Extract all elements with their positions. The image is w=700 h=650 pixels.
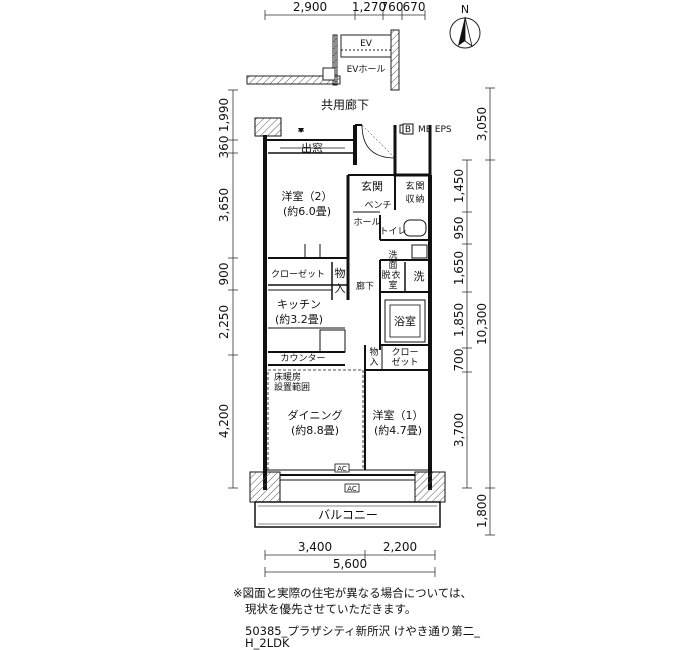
dim-bottom-total: 5,600 (333, 557, 367, 571)
demado-label: 出窓 (301, 141, 323, 155)
yoshitsu2-label: 洋室（2） (282, 189, 333, 203)
mono1-label-2: 入 (335, 282, 346, 295)
ev-hall-label: EVホール (347, 64, 386, 75)
closet2-label-1: クロー (391, 347, 418, 358)
senmen-label-1: 洗 (388, 249, 397, 261)
yoshitsu1-area: (約4.7畳) (374, 423, 422, 437)
room-labels: B MB EPS 出窓 玄関 玄 関 収 納 ベンチ ホール トイレ 洗 面 脱… (271, 125, 452, 522)
genkan-shuno-3: 収 (405, 193, 414, 205)
dim-right-outer-1: 3,050 (475, 107, 489, 141)
ac-label-2: AC (347, 485, 357, 493)
mb-box-label: B (405, 125, 411, 135)
mb-eps-label: MB EPS (418, 125, 452, 135)
ac-label-1: AC (337, 465, 347, 473)
senmen-label-5: 室 (388, 279, 397, 291)
genkan-shuno-1: 玄 (405, 180, 414, 192)
walls (249, 117, 446, 528)
floor-heat-label-1: 床暖房 (274, 371, 301, 383)
mono2-label-2: 入 (369, 357, 378, 368)
closet-label: クローゼット (271, 268, 325, 280)
dim-bottom-2: 2,200 (383, 540, 417, 554)
counter-label: カウンター (280, 353, 325, 364)
genkan-shuno-2: 関 (415, 181, 424, 192)
ev-label: EV (360, 39, 373, 49)
dim-right-inner-1: 1,450 (452, 169, 466, 203)
dining-area: (約8.8畳) (291, 423, 339, 437)
yoshitsu2-area: (約6.0畳) (283, 204, 331, 218)
disclaimer-line-1: ※図面と実際の住宅が異なる場合については、 (233, 586, 473, 600)
dining-label: ダイニング (288, 408, 343, 422)
dim-right-outer-2: 10,300 (475, 303, 489, 345)
dim-right-inner-5: 700 (452, 349, 466, 372)
dim-right-inner-6: 3,700 (452, 413, 466, 447)
dim-right-inner-4: 1,850 (452, 303, 466, 337)
dim-top-4: 670 (403, 0, 426, 14)
kitchen-area: (約3.2畳) (275, 312, 323, 326)
genkan-shuno-4: 納 (415, 193, 424, 205)
sen-label: 洗 (414, 270, 425, 283)
balcony-label: バルコニー (318, 508, 378, 522)
dimension-lines (228, 10, 495, 577)
dim-left-4: 900 (217, 263, 231, 286)
ev-hall (246, 29, 400, 91)
dim-right-inner-3: 1,650 (452, 251, 466, 285)
plan-code-line-2: H_2LDK (245, 636, 290, 650)
senmen-label-4: 衣 (391, 269, 400, 281)
dim-left-6: 4,200 (217, 404, 231, 438)
mono2-label-1: 物 (369, 346, 378, 358)
bench-label: ベンチ (364, 200, 391, 211)
genkan-label: 玄関 (361, 179, 383, 193)
floor-heat-label-2: 設置範囲 (274, 381, 310, 393)
senmen-label-3: 脱 (381, 269, 390, 281)
north-arrow-icon: N (449, 3, 481, 49)
dimension-labels: 2,900 1,270 760 670 1,990 360 3,650 900 … (217, 0, 489, 571)
closet2-label-2: ゼット (391, 356, 418, 368)
toilet-label: トイレ (379, 227, 406, 237)
senmen-label-2: 面 (388, 260, 397, 271)
dim-left-3: 3,650 (217, 188, 231, 222)
corridor-label: 共用廊下 (321, 97, 369, 112)
dim-left-2: 360 (217, 136, 231, 159)
dim-top-2: 1,270 (352, 0, 386, 14)
north-label: N (461, 3, 469, 16)
dim-right-outer-3: 1,800 (475, 494, 489, 528)
dim-left-1: 1,990 (217, 98, 231, 132)
mono1-label-1: 物 (335, 266, 346, 280)
hall-label: ホール (353, 217, 380, 228)
dim-top-3: 760 (381, 0, 404, 14)
dim-bottom-1: 3,400 (298, 540, 332, 554)
yokushitsu-label: 浴室 (394, 314, 416, 328)
roka-label: 廊下 (356, 280, 374, 292)
plan-code-line-1: 50385_プラザシティ新所沢 けやき通り第二_ (245, 624, 481, 638)
kitchen-label: キッチン (277, 298, 321, 311)
disclaimer-line-2: 現状を優先させていただきます。 (245, 602, 417, 616)
yoshitsu1-label: 洋室（1） (373, 408, 424, 422)
dim-left-5: 2,250 (217, 305, 231, 339)
dim-top-1: 2,900 (293, 0, 327, 14)
dim-right-inner-2: 950 (452, 217, 466, 240)
